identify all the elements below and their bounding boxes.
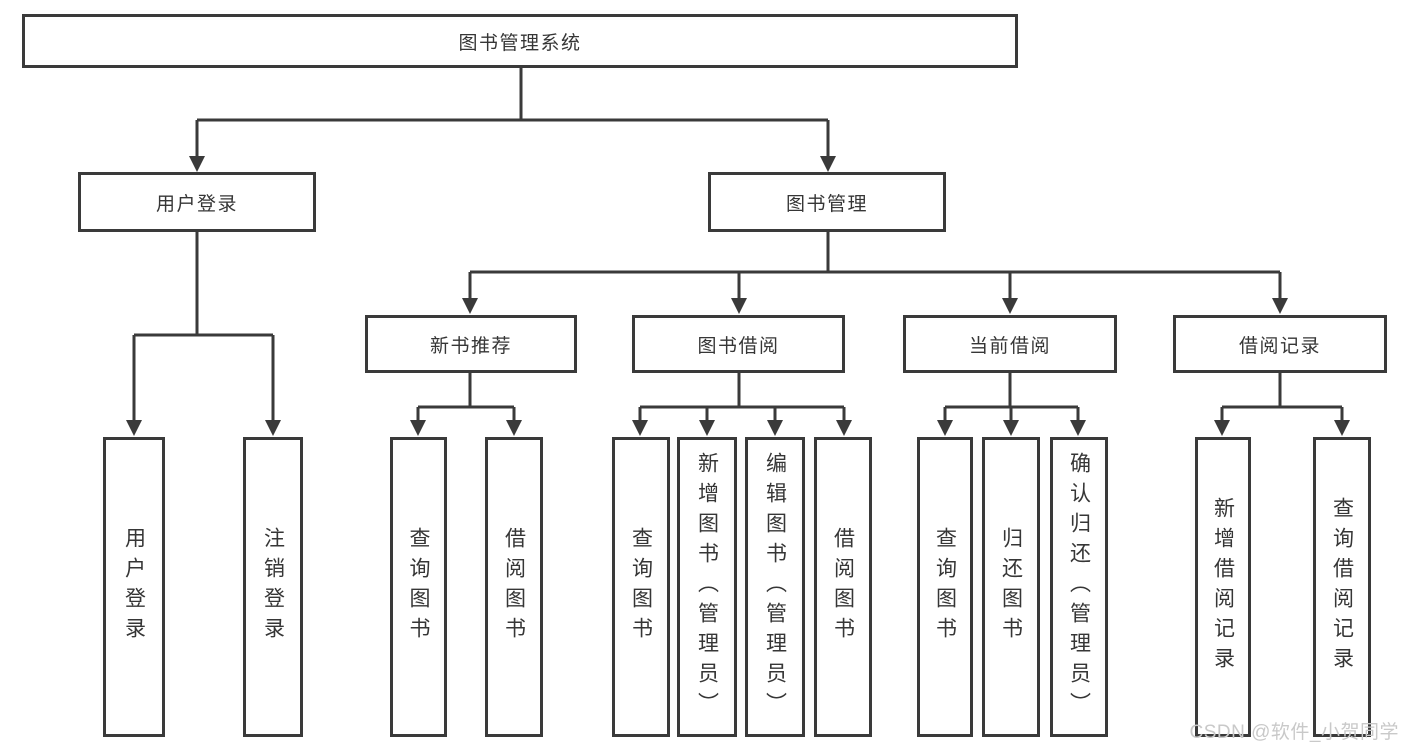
node-current-borrowing: 当前借阅 — [903, 315, 1117, 373]
node-label: 用户登录 — [155, 193, 238, 215]
leaf-user-login: 用户登录 — [103, 437, 165, 737]
node-label: 当前借阅 — [968, 335, 1051, 357]
leaf-records-add-record: 新增借阅记录 — [1195, 437, 1251, 737]
node-label: 图书管理 — [785, 193, 868, 215]
node-root-system: 图书管理系统 — [22, 14, 1018, 68]
leaf-borrow-borrow-books: 借阅图书 — [814, 437, 872, 737]
node-user-login: 用户登录 — [78, 172, 316, 232]
node-label: 查询借阅记录 — [1330, 497, 1354, 677]
node-label: 图书借阅 — [697, 335, 780, 357]
leaf-borrow-edit-books-admin: 编辑图书（管理员） — [745, 437, 805, 737]
leaf-records-query-record: 查询借阅记录 — [1313, 437, 1371, 737]
connector-manage-to-level3 — [462, 232, 1288, 314]
node-label: 借阅记录 — [1238, 335, 1321, 357]
connector-borrow-to-leaves — [632, 373, 852, 436]
node-label: 归还图书 — [999, 527, 1023, 647]
node-label: 确认归还（管理员） — [1067, 452, 1091, 722]
leaf-current-confirm-return-admin: 确认归还（管理员） — [1050, 437, 1108, 737]
connector-login-to-leaves — [126, 232, 281, 436]
node-label: 借阅图书 — [502, 527, 526, 647]
node-label: 新增图书（管理员） — [695, 452, 719, 722]
node-book-management: 图书管理 — [708, 172, 946, 232]
leaf-current-return-books: 归还图书 — [982, 437, 1040, 737]
connector-records-to-leaves — [1214, 373, 1350, 436]
node-new-book-recommend: 新书推荐 — [365, 315, 577, 373]
node-label: 注销登录 — [261, 527, 285, 647]
leaf-borrow-query-books: 查询图书 — [612, 437, 670, 737]
connector-recommend-to-leaves — [410, 373, 522, 436]
node-book-borrowing: 图书借阅 — [632, 315, 845, 373]
node-label: 新书推荐 — [429, 335, 512, 357]
leaf-current-query-books: 查询图书 — [917, 437, 973, 737]
node-label: 借阅图书 — [831, 527, 855, 647]
node-label: 查询图书 — [933, 527, 957, 647]
node-label: 查询图书 — [629, 527, 653, 647]
node-label: 用户登录 — [122, 527, 146, 647]
node-label: 编辑图书（管理员） — [763, 452, 787, 722]
connector-root-to-level2 — [189, 68, 836, 172]
node-label: 新增借阅记录 — [1211, 497, 1235, 677]
node-label: 图书管理系统 — [458, 32, 582, 54]
leaf-recommend-borrow-books: 借阅图书 — [485, 437, 543, 737]
csdn-watermark: CSDN @软件_小贺同学 — [1189, 722, 1399, 743]
connector-current-to-leaves — [937, 373, 1086, 436]
leaf-logout: 注销登录 — [243, 437, 303, 737]
leaf-recommend-query-books: 查询图书 — [390, 437, 447, 737]
node-label: 查询图书 — [407, 527, 430, 647]
leaf-borrow-add-books-admin: 新增图书（管理员） — [677, 437, 737, 737]
node-borrowing-records: 借阅记录 — [1173, 315, 1387, 373]
